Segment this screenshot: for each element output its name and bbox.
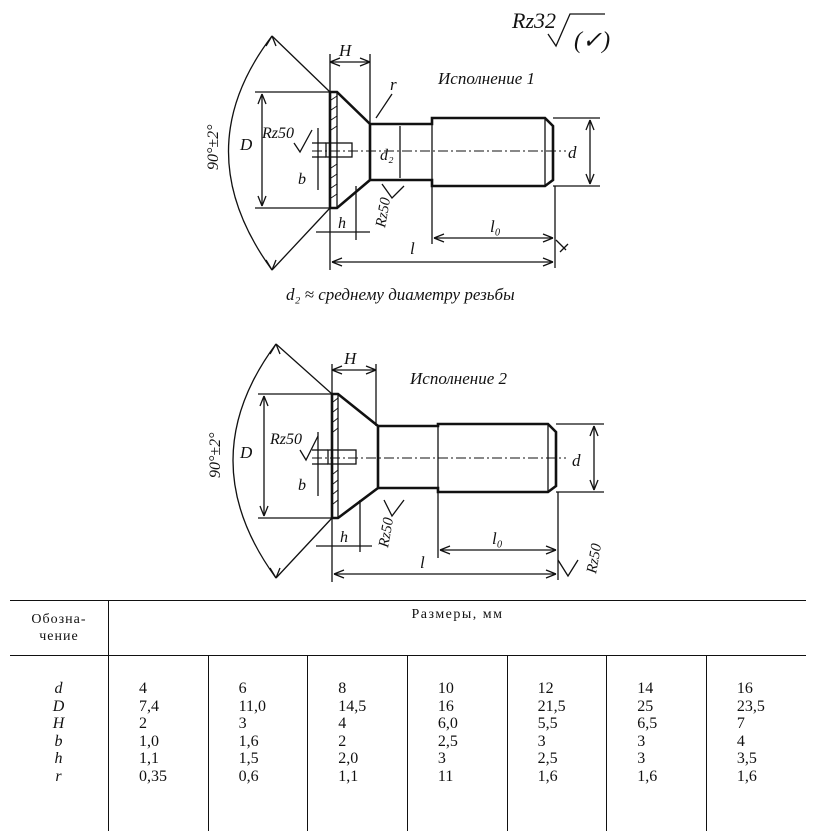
header-designation: Обозна- чение (10, 601, 109, 656)
variant2-drawing: Исполнение 2 D b Rz50 H (207, 344, 605, 582)
technical-drawing: Rz32 (✓) Исполнение 1 D b R (0, 0, 820, 600)
value-column-2: 6 11,0 3 1,6 1,5 0,6 (208, 656, 308, 831)
roughness-main-label: Rz32 (511, 8, 556, 33)
value-column-3: 8 14,5 4 2 2,0 1,1 (308, 656, 408, 831)
v2-label-rz50b: Rz50 (376, 516, 397, 550)
v2-label-d: d (572, 451, 581, 470)
v1-label-H: H (338, 41, 353, 60)
v1-label-l: l (410, 239, 415, 258)
v1-label-rz50a: Rz50 (261, 125, 294, 142)
dimensions-grid: Обозна- чение Размеры, мм d D H b h r 4 … (10, 600, 806, 831)
v1-label-b: b (298, 171, 306, 188)
table-header-row: Обозна- чение Размеры, мм (10, 601, 806, 656)
v1-label-r: r (390, 75, 397, 94)
note-text: d₂ ≈ среднему диаметру резьбы (286, 285, 515, 304)
v2-label-l: l (420, 553, 425, 572)
dimensions-table: Обозна- чение Размеры, мм d D H b h r 4 … (10, 600, 806, 812)
v1-label-h: h (338, 215, 346, 232)
v1-label-D: D (239, 135, 253, 154)
symbols-cell: d D H b h r (10, 656, 109, 831)
v2-label-l0: l₀ (492, 529, 503, 548)
v2-label-h: h (340, 529, 348, 546)
value-column-5: 12 21,5 5,5 3 2,5 1,6 (507, 656, 607, 831)
value-column-6: 14 25 6,5 3 3 1,6 (607, 656, 707, 831)
v2-label-b: b (298, 477, 306, 494)
v1-label-d2: d₂ (380, 147, 394, 164)
variant1-title: Исполнение 1 (437, 69, 535, 88)
variant2-title: Исполнение 2 (409, 369, 508, 388)
table-row: d D H b h r 4 7,4 2 1,0 1,1 0,35 6 11,0 … (10, 656, 806, 831)
v1-label-d: d (568, 143, 577, 162)
v1-label-angle: 90°±2° (205, 124, 222, 170)
value-column-4: 10 16 6,0 2,5 3 11 (407, 656, 507, 831)
v2-label-rz50a: Rz50 (269, 431, 302, 448)
roughness-paren-label: (✓) (574, 28, 610, 54)
v2-label-rz50c: Rz50 (584, 542, 605, 576)
v2-label-D: D (239, 443, 253, 462)
value-column-7: 16 23,5 7 4 3,5 1,6 (706, 656, 806, 831)
v1-label-rz50b: Rz50 (373, 196, 394, 230)
value-column-1: 4 7,4 2 1,0 1,1 0,35 (109, 656, 209, 831)
v2-label-angle: 90°±2° (207, 432, 224, 478)
v2-label-H: H (343, 349, 358, 368)
header-sizes: Размеры, мм (109, 601, 807, 656)
v1-label-l0: l₀ (490, 217, 501, 236)
variant1-drawing: Исполнение 1 D b Rz50 (205, 36, 600, 270)
